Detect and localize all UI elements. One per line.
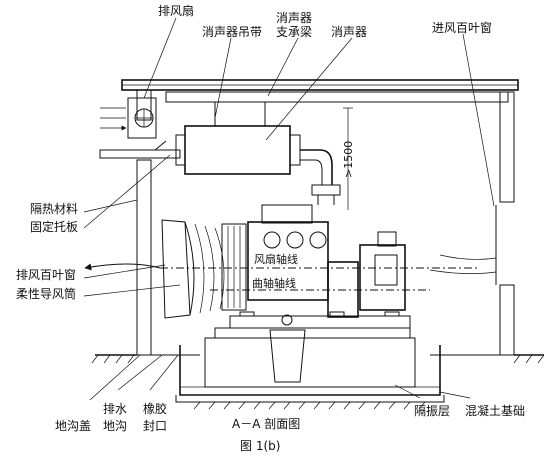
label-silencer-hanger: 消声器吊带: [202, 25, 262, 39]
foundation-pit: [175, 345, 445, 410]
label-fixed-bracket: 固定托板: [30, 219, 78, 234]
dimension-marker: [343, 107, 353, 210]
label-crank-axis: 曲轴轴线: [252, 276, 296, 290]
label-drain-trench-line2: 地沟: [103, 419, 127, 433]
label-exhaust-fan: 排风扇: [158, 3, 194, 18]
fixed-bracket: [99, 140, 181, 159]
label-insulation: 隔热材料: [30, 202, 78, 216]
section-title: A－A 剖面图: [232, 417, 300, 431]
roof: [121, 79, 519, 91]
label-rubber-seal-line1: 橡胶: [143, 401, 167, 416]
label-fan-axis: 风扇轴线: [254, 252, 298, 266]
intake-louver: [429, 205, 497, 285]
silencer: [175, 102, 341, 205]
label-silencer: 消声器: [331, 25, 367, 39]
label-intake-louver: 进风百叶窗: [432, 21, 492, 35]
generator: [327, 231, 406, 318]
label-trench-cover: 地沟盖: [55, 419, 91, 433]
label-silencer-beam-line2: 支承梁: [276, 24, 312, 39]
leader-lines: [83, 17, 495, 401]
label-silencer-beam-line1: 消声器: [276, 11, 312, 25]
radiator-fan: [221, 223, 247, 311]
label-rubber-seal-line2: 封口: [143, 419, 167, 433]
flexible-duct: [161, 219, 225, 319]
engine-block: [247, 204, 329, 301]
right-wall: [499, 91, 515, 356]
concrete-base: [204, 314, 416, 388]
engine-skid: [229, 311, 411, 329]
silencer-support-beam: [165, 91, 509, 103]
label-concrete-base: 混凝土基础: [465, 403, 525, 418]
label-drain-trench-line1: 排水: [103, 402, 127, 416]
exhaust-fan: [100, 97, 157, 139]
label-dimension: >1500: [342, 141, 355, 178]
label-flexible-duct: 柔性导风筒: [16, 286, 76, 301]
ground-line: [91, 354, 544, 364]
label-exhaust-louver: 排风百叶窗: [16, 268, 76, 282]
axis-lines: [160, 267, 480, 291]
left-wall: [136, 89, 152, 356]
figure-caption: 图 1(b): [240, 439, 280, 453]
label-isolation-layer: 隔振层: [414, 404, 450, 418]
